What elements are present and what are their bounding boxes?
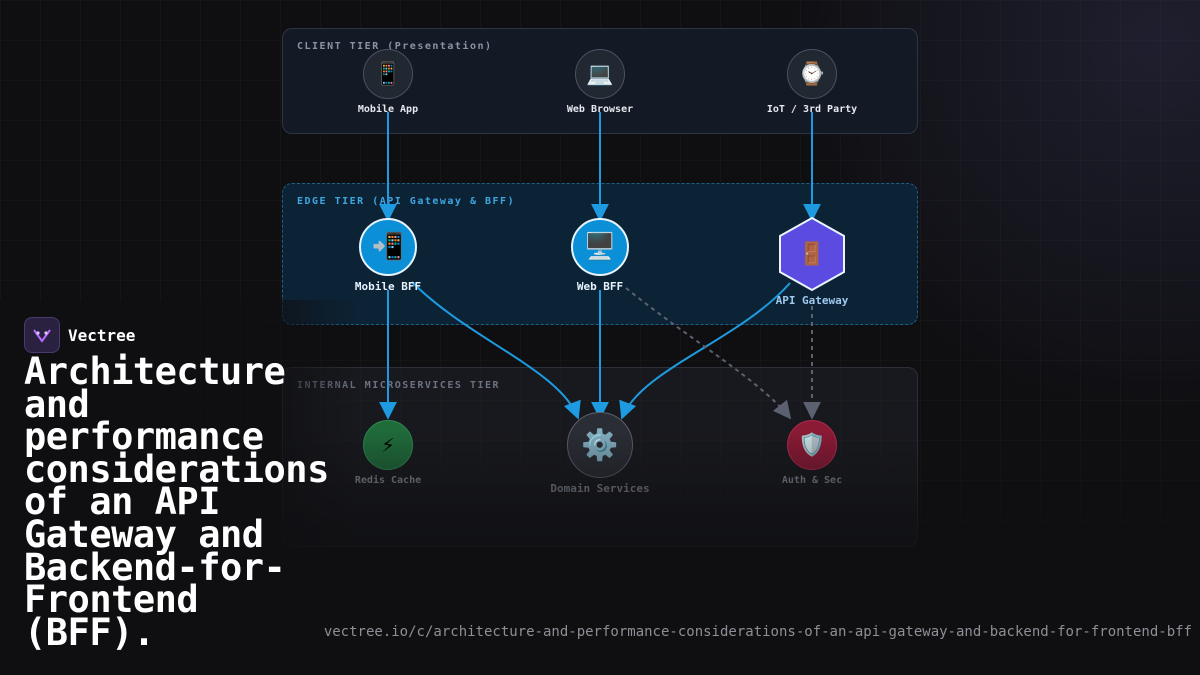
mobile-bff-label: Mobile BFF <box>354 280 422 293</box>
mobile-app-label: Mobile App <box>357 104 419 115</box>
iot-third-party-label: IoT / 3rd Party <box>766 104 858 115</box>
mobile-phone-icon: 📱 <box>363 49 413 99</box>
page-title: Architecture and performance considerati… <box>24 350 329 654</box>
web-browser-label: Web Browser <box>566 104 634 115</box>
gear-icon: ⚙️ <box>567 412 633 478</box>
domain-services-label: Domain Services <box>550 482 650 495</box>
connector-gateway-to-domain <box>619 282 791 420</box>
vectree-logo-icon <box>24 317 60 353</box>
shield-icon: 🛡️ <box>787 420 837 470</box>
lightning-icon: ⚡ <box>363 420 413 470</box>
web-bff-label: Web BFF <box>576 280 624 293</box>
left-shade-overlay <box>0 300 360 675</box>
mobile-arrow-icon: 📲 <box>359 218 417 276</box>
client-tier-label: CLIENT TIER (Presentation) <box>297 41 493 52</box>
internal-tier-label: INTERNAL MICROSERVICES TIER <box>297 380 501 391</box>
edge-tier-label: EDGE TIER (API Gateway & BFF) <box>297 196 516 207</box>
api-gateway-hexagon <box>779 216 845 292</box>
connector-mobile-bff-to-domain <box>411 281 581 420</box>
brand: Vectree <box>24 317 135 353</box>
laptop-icon: 💻 <box>575 49 625 99</box>
api-gateway-label: API Gateway <box>775 294 849 307</box>
source-url: vectree.io/c/architecture-and-performanc… <box>323 624 1192 640</box>
door-icon: 🚪 <box>798 241 826 267</box>
watch-icon: ⌚ <box>787 49 837 99</box>
redis-cache-label: Redis Cache <box>354 475 422 486</box>
brand-name: Vectree <box>68 325 136 345</box>
desktop-icon: 🖥️ <box>571 218 629 276</box>
auth-sec-label: Auth & Sec <box>781 475 843 486</box>
